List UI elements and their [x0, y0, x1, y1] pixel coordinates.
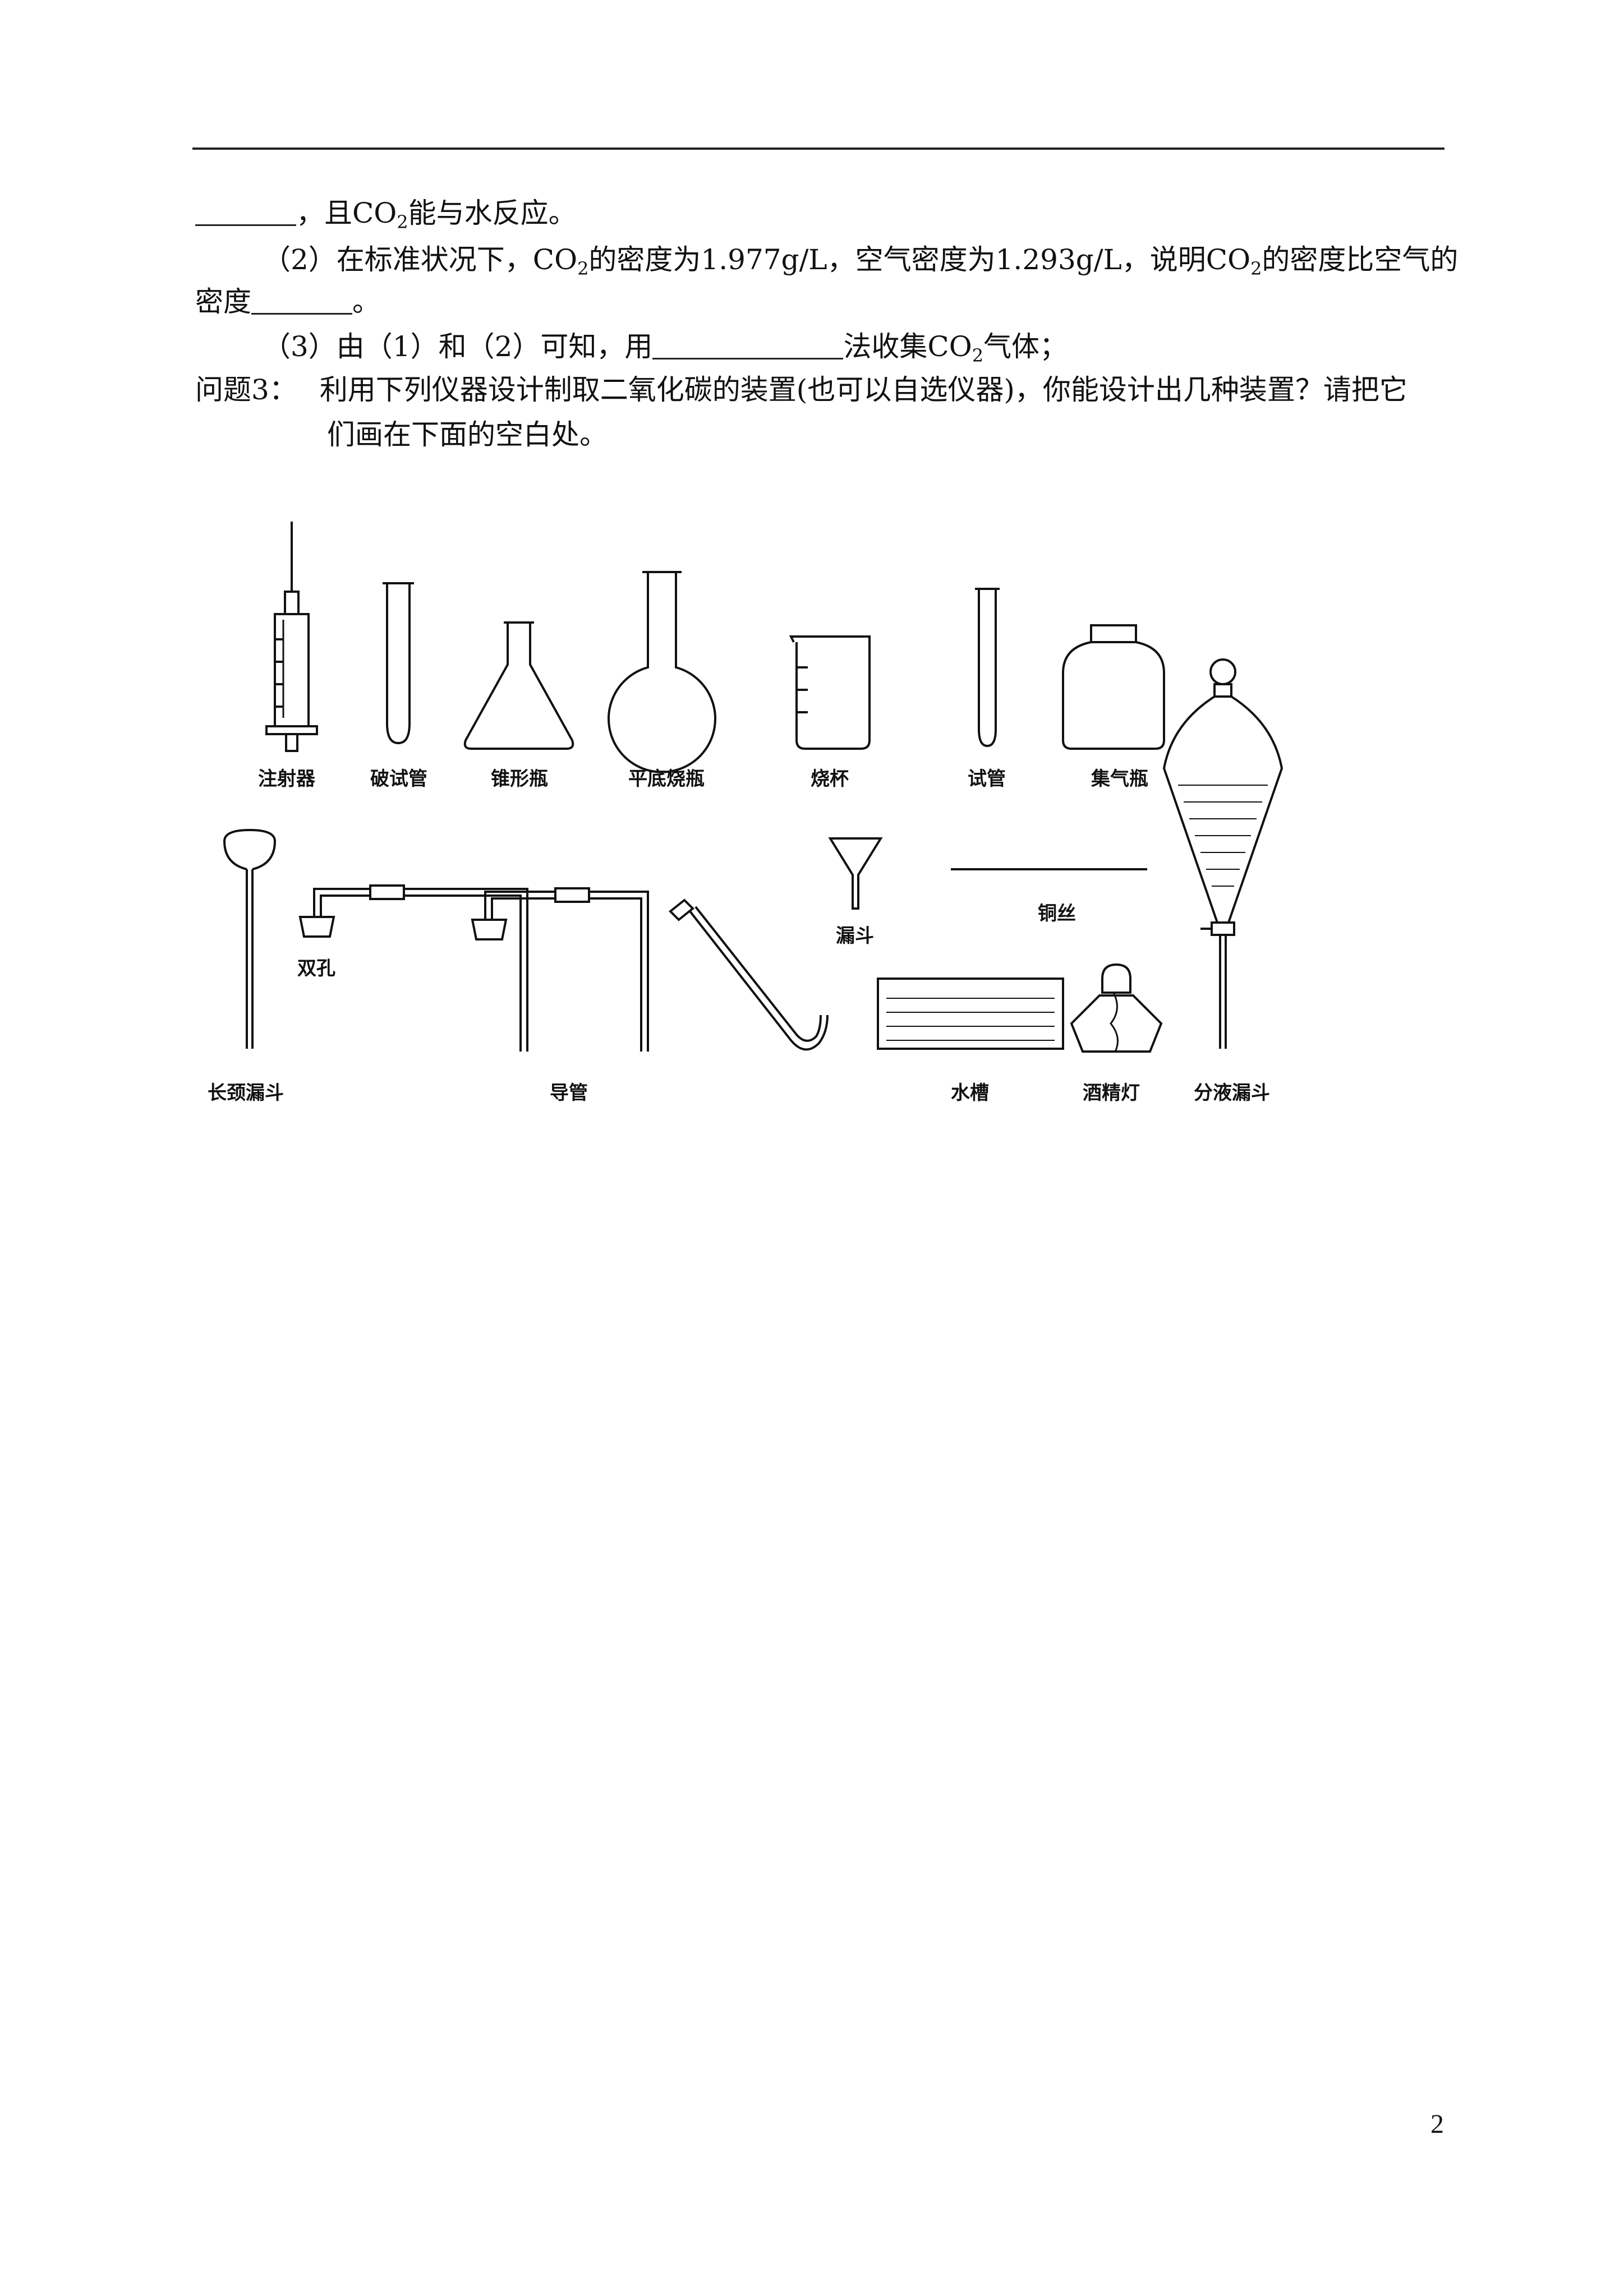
label-beaker: 烧杯 — [811, 768, 849, 790]
label-tube: 导管 — [550, 1082, 588, 1104]
label-syringe: 注射器 — [258, 768, 316, 790]
tube-1-icon — [298, 884, 528, 1052]
alcohol-lamp-icon — [1070, 963, 1163, 1053]
label-copper-wire: 铜丝 — [1038, 902, 1076, 925]
syringe-icon — [265, 522, 318, 752]
paragraph-2-line-2: 密度。 — [195, 285, 380, 318]
label-double-hole: 双孔 — [297, 957, 335, 980]
label-funnel: 漏斗 — [836, 925, 874, 947]
label-separatory-funnel: 分液漏斗 — [1194, 1082, 1270, 1104]
question-3-line-2: 们画在下面的空白处。 — [327, 418, 608, 451]
gas-jar-icon — [1062, 624, 1165, 750]
big-test-tube-icon — [383, 582, 414, 745]
conical-flask-icon — [463, 621, 574, 750]
paragraph-3: （3）由（1）和（2）可知，用法收集CO2气体； — [263, 330, 1068, 366]
line-1: ，且CO2能与水反应。 — [195, 196, 577, 239]
label-conical-flask: 锥形瓶 — [491, 768, 548, 790]
flat-flask-icon — [608, 571, 716, 773]
label-alcohol-lamp: 酒精灯 — [1083, 1082, 1140, 1104]
label-flat-flask: 平底烧瓶 — [628, 768, 705, 790]
label-gas-jar: 集气瓶 — [1091, 768, 1148, 790]
answer-blank-3[interactable] — [652, 333, 844, 359]
page-number: 2 — [1430, 2109, 1444, 2139]
apparatus-figure: 注射器 破试管 锥形瓶 平底烧瓶 烧杯 试管 集气瓶 — [202, 505, 1358, 1122]
label-big-test-tube: 破试管 — [370, 768, 427, 790]
paragraph-2-line-1: （2）在标准状况下，CO2的密度为1.977g/L，空气密度为1.293g/L，… — [263, 243, 1459, 279]
answer-blank-2[interactable] — [251, 288, 352, 315]
label-long-funnel: 长颈漏斗 — [208, 1082, 284, 1104]
label-test-tube: 试管 — [968, 768, 1006, 790]
question-3-label: 问题3： — [195, 374, 297, 406]
header-rule — [192, 147, 1444, 150]
tube-3-icon — [669, 898, 829, 1051]
test-tube-icon — [975, 588, 1000, 748]
beaker-icon — [789, 635, 871, 750]
label-water-trough: 水槽 — [951, 1082, 989, 1104]
question-3-line-1: 问题3：利用下列仪器设计制取二氧化碳的装置(也可以自选仪器)，你能设计出几种装置… — [195, 374, 1407, 406]
answer-blank-1[interactable] — [195, 200, 296, 226]
funnel-icon — [828, 837, 883, 910]
long-neck-funnel-icon — [223, 828, 277, 1049]
tube-2-icon — [471, 887, 649, 1052]
water-trough-icon — [877, 978, 1064, 1050]
separatory-funnel-icon — [1162, 658, 1283, 1049]
